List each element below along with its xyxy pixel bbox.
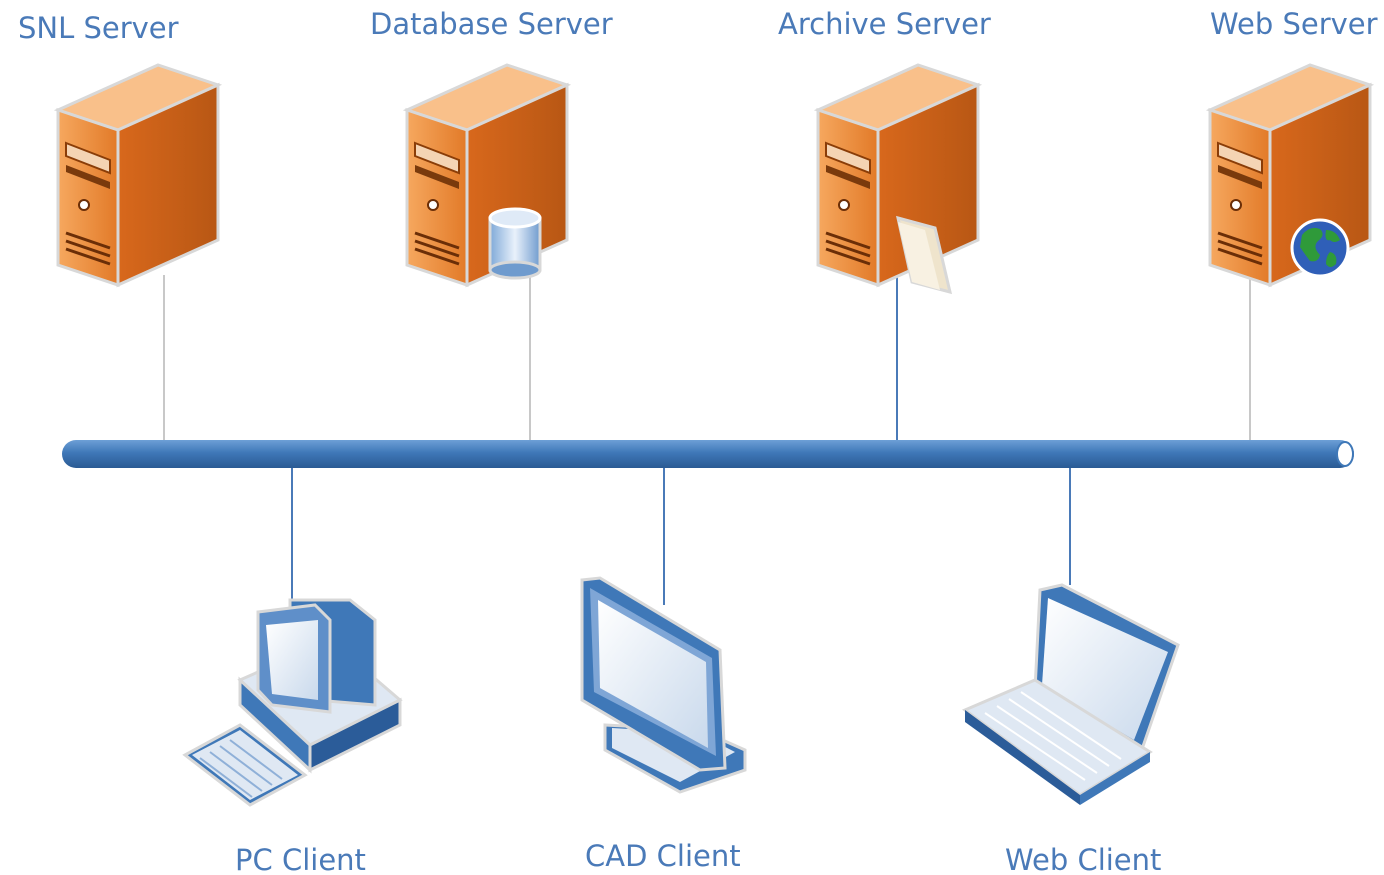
cad-client-label: CAD Client: [585, 839, 741, 873]
desktop-pc-icon: [182, 598, 403, 807]
flat-monitor-icon: [580, 576, 747, 794]
folder-icon: [896, 215, 953, 295]
snl-server-tower-icon: [56, 63, 220, 287]
archive-server-tower-icon: [816, 63, 980, 287]
pc-client[interactable]: [182, 598, 403, 807]
database-server[interactable]: [405, 63, 569, 287]
archive-server[interactable]: [816, 63, 980, 295]
database-cylinder-icon: [488, 207, 542, 280]
archive-server-label: Archive Server: [778, 7, 991, 41]
web-client[interactable]: [962, 583, 1180, 805]
pc-client-label: PC Client: [235, 843, 366, 875]
laptop-icon: [962, 583, 1180, 805]
web-server[interactable]: [1208, 63, 1372, 287]
database-server-label: Database Server: [370, 7, 613, 41]
snl-server[interactable]: [56, 63, 220, 287]
cad-client[interactable]: [580, 576, 747, 794]
web-client-label: Web Client: [1005, 843, 1161, 875]
globe-icon: [1290, 218, 1350, 278]
snl-server-label: SNL Server: [18, 11, 179, 45]
connection-lines: [163, 270, 1251, 605]
web-server-label: Web Server: [1210, 7, 1378, 41]
network-bus: [62, 440, 1354, 468]
database-server-tower-icon: [405, 63, 569, 287]
